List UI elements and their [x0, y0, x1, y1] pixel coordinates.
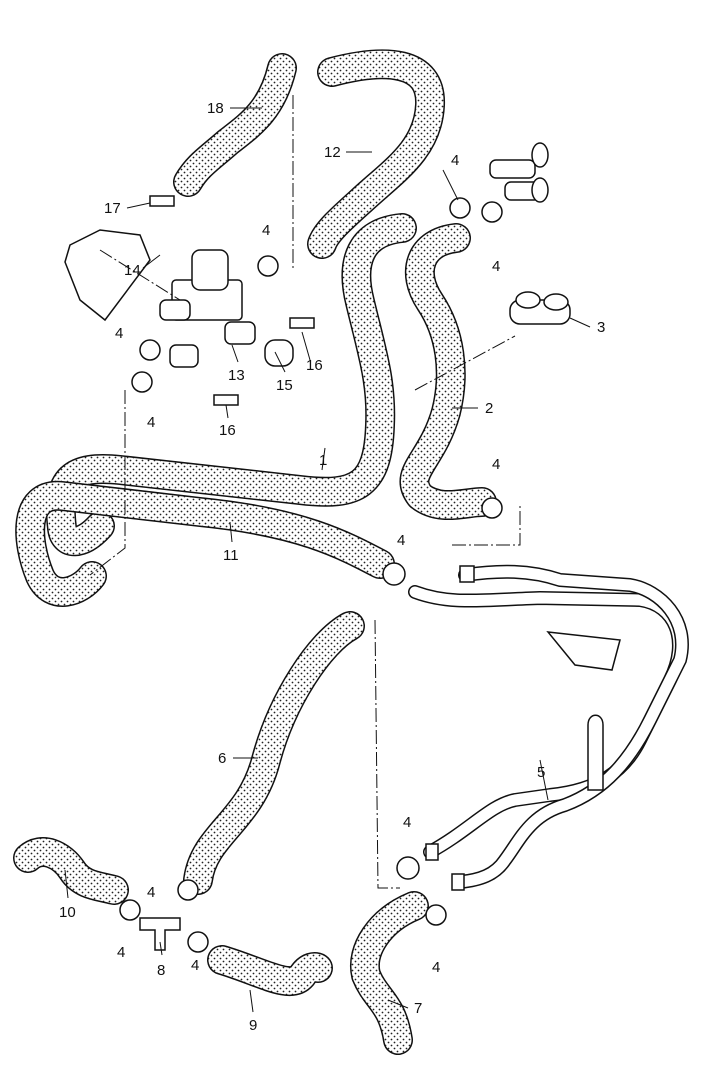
- callout-8: 8: [157, 962, 165, 979]
- callout-13: 13: [228, 367, 245, 384]
- callout-14: 14: [124, 262, 141, 279]
- callout-4: 4: [451, 152, 459, 169]
- callout-2: 2: [485, 400, 493, 417]
- callout-17: 17: [104, 200, 121, 217]
- callout-4: 4: [262, 222, 270, 239]
- callout-4: 4: [432, 959, 440, 976]
- callout-4: 4: [191, 957, 199, 974]
- leader-lines: [64, 107, 591, 1013]
- callout-4: 4: [147, 884, 155, 901]
- callout-11: 11: [223, 547, 239, 564]
- callout-4: 4: [147, 414, 155, 431]
- callout-4: 4: [492, 258, 500, 275]
- callout-1: 1: [319, 452, 327, 469]
- callout-4: 4: [403, 814, 411, 831]
- hose-1: [45, 213, 417, 557]
- alignment-lines: [89, 95, 521, 889]
- callout-16: 16: [306, 357, 323, 374]
- hose-6: [183, 611, 365, 895]
- callout-7: 7: [414, 1000, 422, 1017]
- hose-clamps: [119, 197, 503, 953]
- callout-4: 4: [492, 456, 500, 473]
- hose-10: [13, 837, 129, 905]
- callout-15: 15: [276, 377, 293, 394]
- callout-9: 9: [249, 1017, 257, 1034]
- callout-labels: 18 12 4 17 4 14 4 3 4 16 13 15 4 16 2 1 …: [59, 100, 605, 1034]
- hose-11: [15, 480, 395, 607]
- hose-12: [307, 49, 445, 259]
- valve-assembly-13: [64, 142, 571, 406]
- callout-4: 4: [115, 325, 123, 342]
- pipe-5: [408, 564, 689, 891]
- callout-6: 6: [218, 750, 226, 767]
- hose-18: [173, 53, 297, 197]
- callout-12: 12: [324, 144, 341, 161]
- callout-5: 5: [537, 764, 545, 781]
- hose-9: [207, 945, 333, 996]
- hose-7: [349, 891, 429, 1055]
- callout-3: 3: [597, 319, 605, 336]
- callout-18: 18: [207, 100, 224, 117]
- callout-4: 4: [397, 532, 405, 549]
- callout-16: 16: [219, 422, 236, 439]
- callout-10: 10: [59, 904, 76, 921]
- callout-4: 4: [117, 944, 125, 961]
- hose-2: [399, 223, 497, 521]
